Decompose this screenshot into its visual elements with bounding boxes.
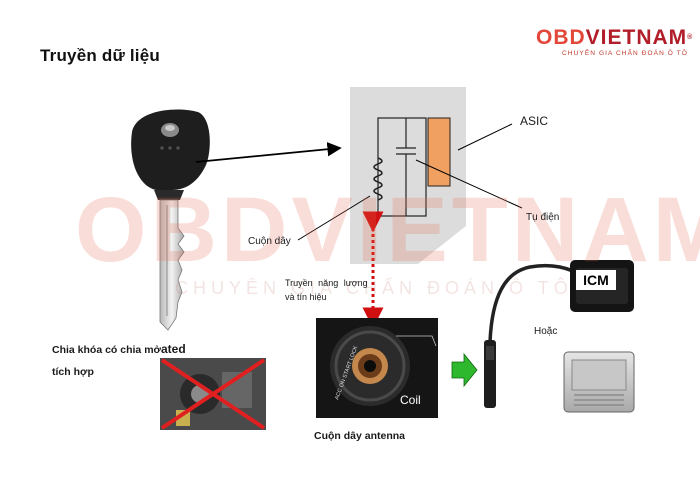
coil-photo-label: Coil <box>400 393 421 407</box>
circuit-loop <box>377 117 427 217</box>
capacitor-pointer <box>415 159 523 209</box>
icm-label: ICM <box>583 272 609 288</box>
logo-text: OBDVIETNAM® <box>536 26 694 49</box>
icm-module-icon: ICM <box>570 260 634 312</box>
energy-label-line2: và tín hiệu <box>285 292 327 302</box>
asic-label: ASIC <box>520 114 549 128</box>
cross-line-2 <box>160 358 266 430</box>
or-label: Hoặc <box>534 326 558 337</box>
key-caption-line2: tích hợp <box>52 366 94 378</box>
brand-logo: OBDVIETNAM® CHUYÊN GIA CHẨN ĐOÁN Ô TÔ <box>536 26 696 62</box>
coil-pointer <box>297 195 371 241</box>
logo-tagline: CHUYÊN GIA CHẨN ĐOÁN Ô TÔ <box>562 50 688 57</box>
crossed-out-photo <box>160 358 266 430</box>
ecu-icon <box>563 351 635 413</box>
asic-chip-icon <box>427 117 451 187</box>
capacitor-label: Tụ điện <box>526 212 560 223</box>
coil-label: Cuộn dây <box>248 236 291 247</box>
green-arrow-icon <box>451 352 478 388</box>
page-title: Truyền dữ liệu <box>40 46 160 65</box>
antenna-cable <box>488 263 583 343</box>
key-to-chip-arrow <box>195 142 342 163</box>
coil-icon <box>373 157 383 201</box>
transponder-circuit <box>377 117 427 217</box>
antenna-caption: Cuộn dây antenna <box>314 430 406 442</box>
energy-label-line1: Truyền năng lượng <box>285 278 368 288</box>
antenna-coil-photo: ACC ON START LOCK Coil <box>316 318 438 418</box>
asic-pointer <box>457 123 513 151</box>
car-key-icon <box>131 109 210 331</box>
key-caption-line1: Chia khóa có chia mởated <box>52 342 186 356</box>
